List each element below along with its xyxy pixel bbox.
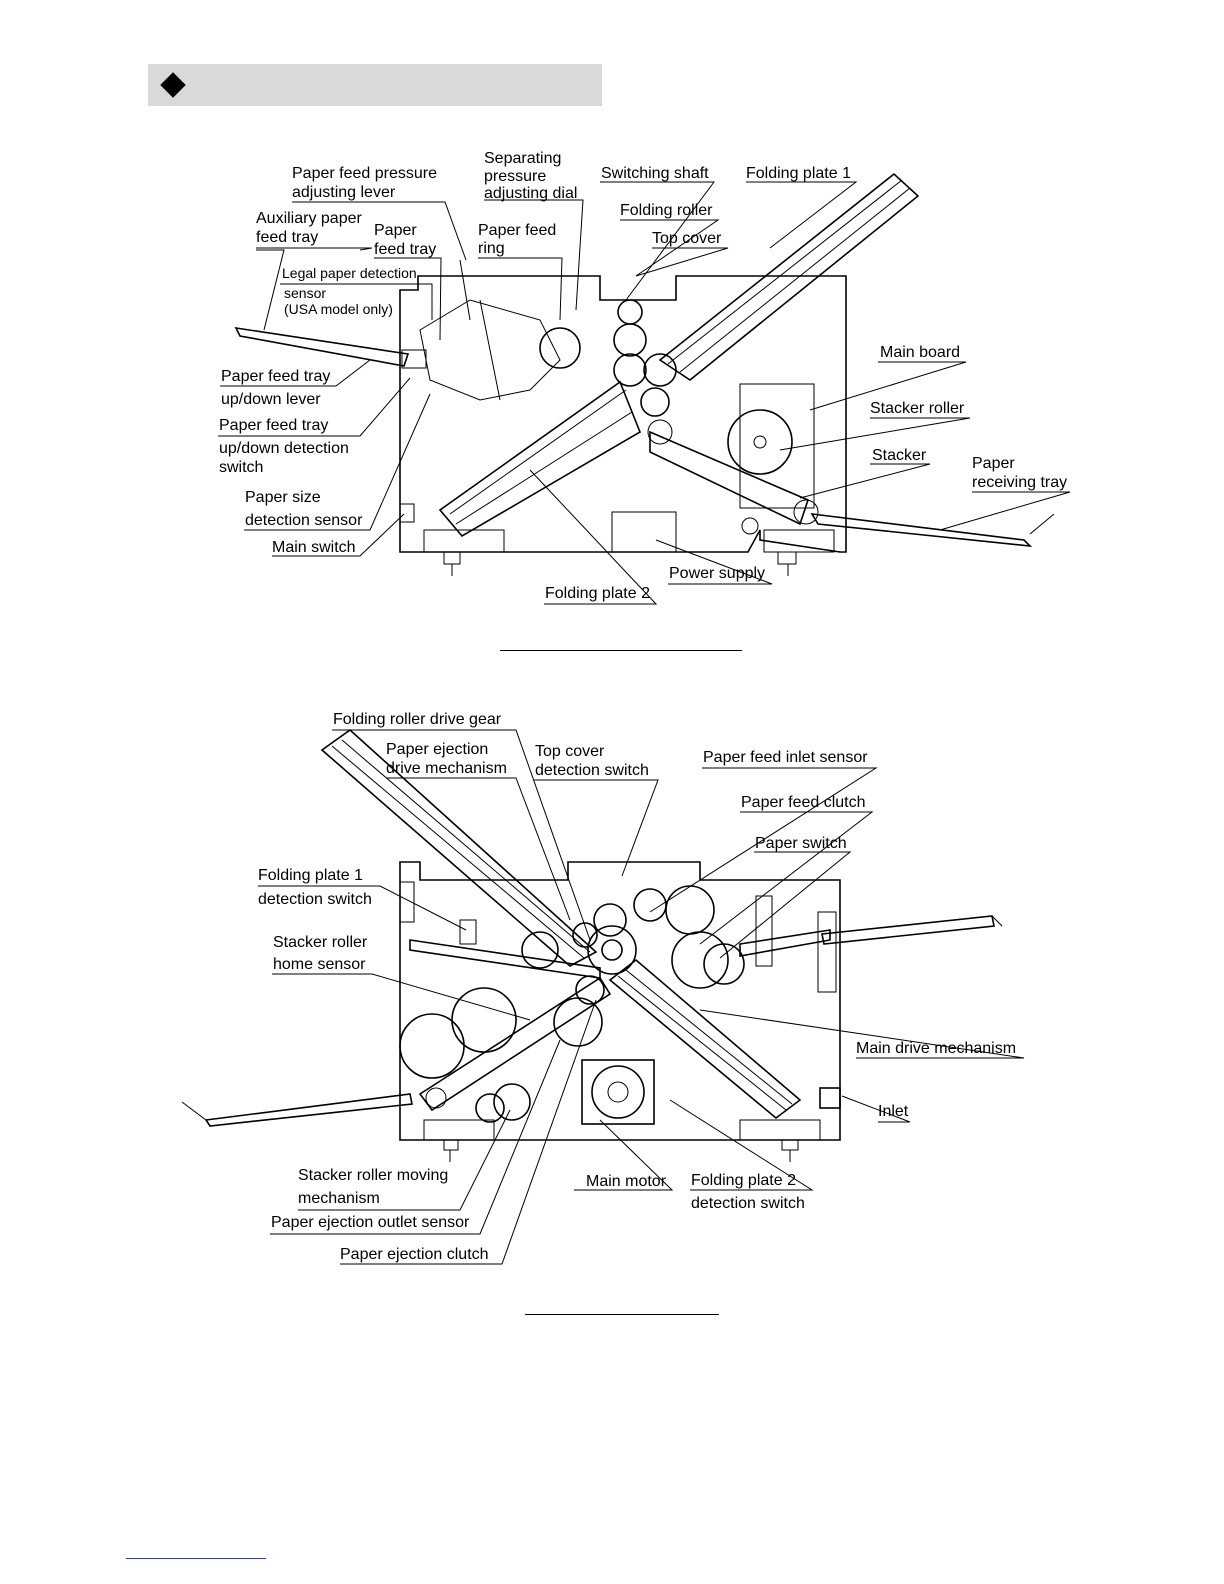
label-receiving-tray-1: Paper <box>972 455 1015 472</box>
label-folding-plate-1: Folding plate 1 <box>746 165 851 182</box>
rear-main-motor <box>581 1059 655 1125</box>
rear-folding-plate-1 <box>320 728 598 967</box>
leader-lines-fig2 <box>258 729 1025 1265</box>
label-paper-switch: Paper switch <box>755 835 847 852</box>
label-top-cover-switch-1: Top cover <box>535 743 605 760</box>
machine-frame-front <box>399 275 847 576</box>
label-folding-plate-2: Folding plate 2 <box>545 585 650 602</box>
rear-gears <box>399 885 745 1123</box>
label-stacker-roller: Stacker roller <box>870 400 965 417</box>
figure-2-caption-rule <box>525 1314 719 1315</box>
label-ejection-drive-2: drive mechanism <box>386 760 507 777</box>
rear-folding-plate-2 <box>608 958 802 1120</box>
label-feed-tray-1: Paper <box>374 222 417 239</box>
label-top-cover: Top cover <box>652 230 722 247</box>
stacker-shape <box>647 419 819 526</box>
label-separating-1: Separating <box>484 150 561 167</box>
label-stacker-home-1: Stacker roller <box>273 934 368 951</box>
label-main-board: Main board <box>880 344 960 361</box>
label-tray-switch-1: Paper feed tray <box>219 417 328 434</box>
machine-frame-rear <box>399 861 841 1162</box>
label-tray-switch-2: up/down detection <box>219 440 349 457</box>
footer-link-rule <box>126 1558 266 1559</box>
label-fp1-switch-1: Folding plate 1 <box>258 867 363 884</box>
figure-1-front-view: Paper feed pressure adjusting lever Sepa… <box>218 150 1071 605</box>
label-receiving-tray-2: receiving tray <box>972 474 1067 491</box>
label-separating-2: pressure <box>484 168 546 185</box>
label-legal-sensor-2: sensor <box>284 285 326 301</box>
label-inlet: Inlet <box>878 1103 909 1120</box>
label-stacker-home-2: home sensor <box>273 956 366 973</box>
label-tray-lever-2: up/down lever <box>221 391 321 408</box>
label-stacker-moving-1: Stacker roller moving <box>298 1167 448 1184</box>
label-legal-sensor-1: Legal paper detection <box>282 265 417 281</box>
label-paper-feed-pressure-1: Paper feed pressure <box>292 165 437 182</box>
label-aux-tray-1: Auxiliary paper <box>256 210 363 227</box>
label-ejection-drive-1: Paper ejection <box>386 741 488 758</box>
label-ejection-clutch: Paper ejection clutch <box>340 1246 489 1263</box>
labels-fig1: Paper feed pressure adjusting lever Sepa… <box>219 150 1067 602</box>
label-legal-sensor-3: (USA model only) <box>284 301 393 317</box>
label-tray-lever-1: Paper feed tray <box>221 368 330 385</box>
figure-2-rear-view: Folding roller drive gear Paper ejection… <box>181 711 1025 1265</box>
label-main-motor: Main motor <box>586 1173 667 1190</box>
label-drive-gear: Folding roller drive gear <box>333 711 502 728</box>
label-main-switch: Main switch <box>272 539 356 556</box>
label-top-cover-switch-2: detection switch <box>535 762 649 779</box>
label-ejection-outlet: Paper ejection outlet sensor <box>271 1214 470 1231</box>
label-feed-tray-2: feed tray <box>374 241 436 258</box>
figure-1-caption-rule <box>500 650 742 651</box>
folding-plate-1-shape <box>658 172 920 381</box>
folding-plate-2-shape <box>438 380 641 538</box>
section-header-bar <box>148 64 602 106</box>
label-separating-3: adjusting dial <box>484 185 577 202</box>
label-fp2-switch-2: detection switch <box>691 1195 805 1212</box>
label-switching-shaft: Switching shaft <box>601 165 709 182</box>
label-inlet-sensor: Paper feed inlet sensor <box>703 749 868 766</box>
label-size-sensor-1: Paper size <box>245 489 321 506</box>
label-feed-ring-2: ring <box>478 240 505 257</box>
label-feed-ring-1: Paper feed <box>478 222 556 239</box>
labels-fig2: Folding roller drive gear Paper ejection… <box>258 711 1016 1263</box>
paper-receiving-tray-shape <box>810 513 1055 548</box>
rear-inlet <box>819 1087 841 1109</box>
rollers-front <box>539 299 793 535</box>
label-stacker: Stacker <box>872 447 927 464</box>
label-tray-switch-3: switch <box>219 459 263 476</box>
paper-feed-section <box>234 259 561 523</box>
label-folding-roller: Folding roller <box>620 202 713 219</box>
label-fp2-switch-1: Folding plate 2 <box>691 1172 796 1189</box>
label-stacker-moving-2: mechanism <box>298 1190 380 1207</box>
rear-side-brackets <box>399 881 837 993</box>
label-main-drive: Main drive mechanism <box>856 1040 1016 1057</box>
label-aux-tray-2: feed tray <box>256 229 318 246</box>
label-paper-feed-pressure-2: adjusting lever <box>292 184 396 201</box>
label-feed-clutch: Paper feed clutch <box>741 794 866 811</box>
label-power-supply: Power supply <box>669 565 765 582</box>
label-size-sensor-2: detection sensor <box>245 512 363 529</box>
label-fp1-switch-2: detection switch <box>258 891 372 908</box>
leader-lines-fig1 <box>218 181 1071 605</box>
